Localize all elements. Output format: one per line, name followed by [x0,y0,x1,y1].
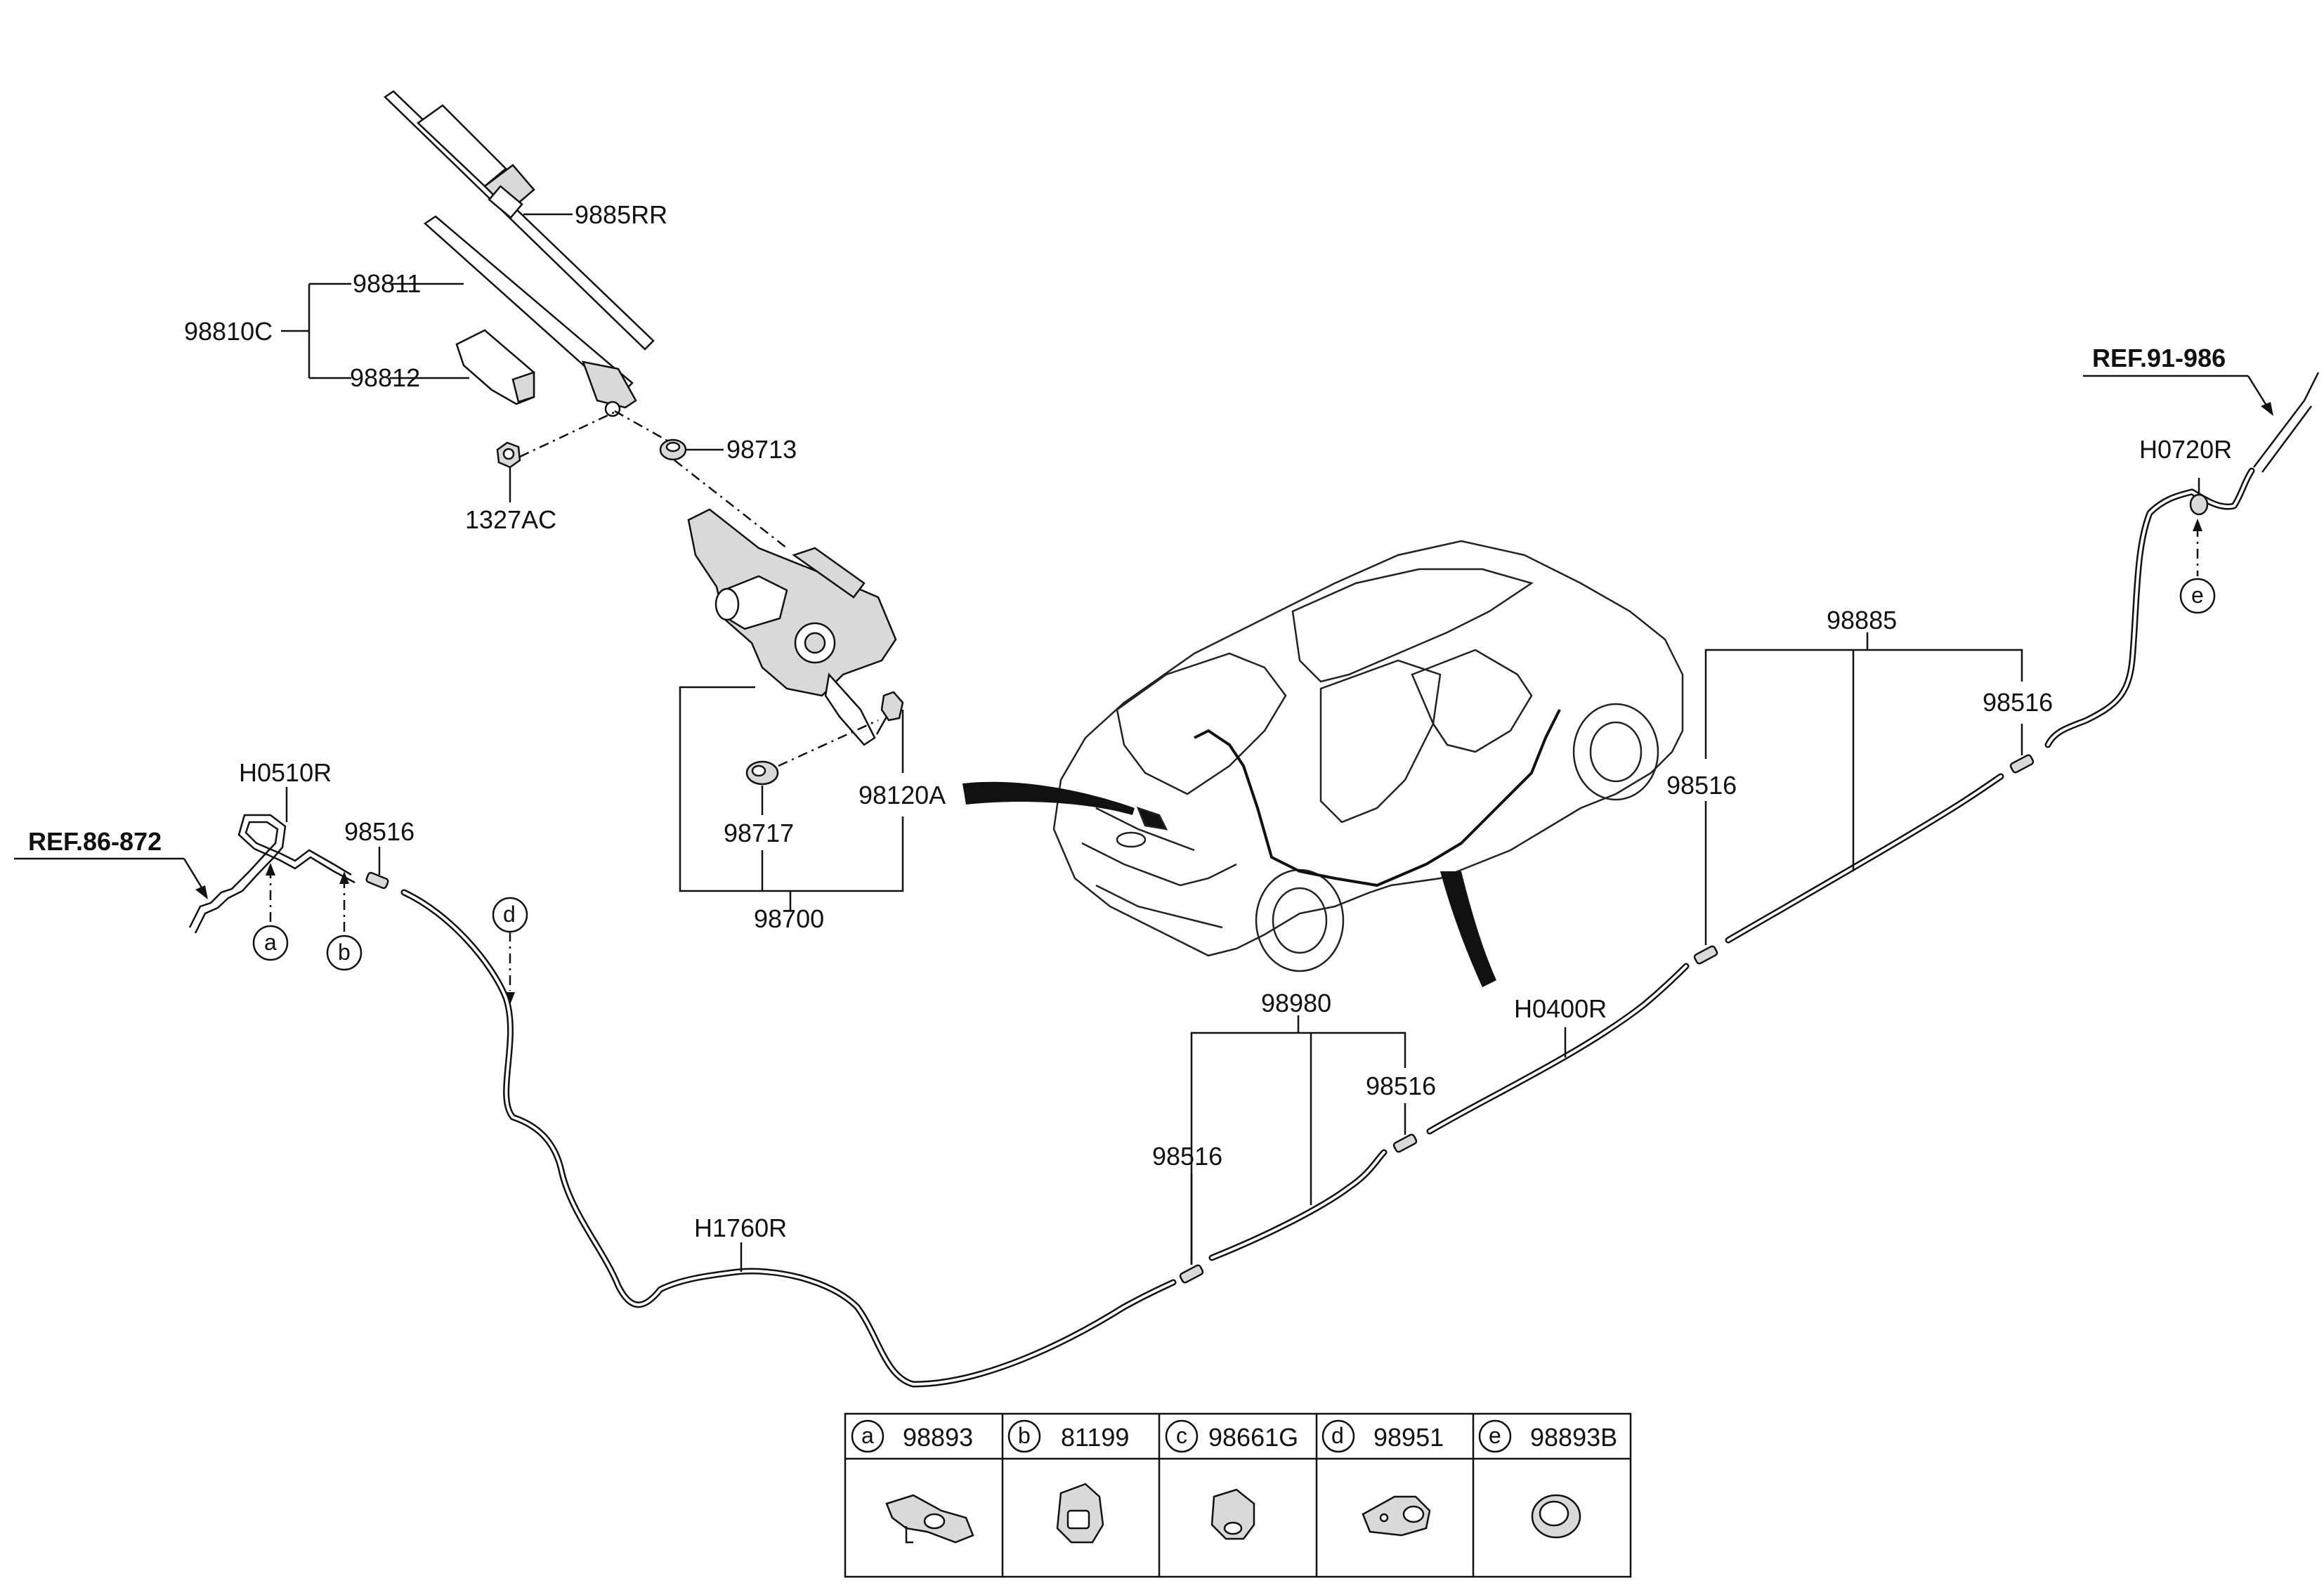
legend-part-a: 98893 [903,1423,973,1452]
ref-label-right: REF.91-986 [2092,344,2226,372]
legend-cell-e: e 98893B [1478,1419,1617,1539]
legend-table [844,1412,1632,1578]
label-1327AC: 1327AC [465,505,556,534]
wiper-arm-98811 [423,215,637,417]
dash-nut-to-arm [519,410,618,458]
legend-letter-b: b [1018,1423,1031,1448]
hose-H0720R [2044,467,2255,748]
dash-grommet-to-bolt [778,719,879,767]
legend-cell-b: b 81199 [1007,1419,1129,1544]
clip-81199-icon [1056,1483,1104,1544]
grommet-98893B-icon [1531,1494,1581,1539]
label-H1760R: H1760R [694,1213,787,1242]
label-98980: 98980 [1261,989,1331,1017]
legend-cell-d: d 98951 [1321,1419,1444,1537]
legend-part-d: 98951 [1373,1423,1444,1452]
label-98516-right-b: 98516 [1983,688,2053,717]
label-98700: 98700 [754,904,824,933]
hose-H1760R [400,889,1177,1388]
label-98717: 98717 [724,819,794,847]
pointer-arrow-right [1440,871,1496,987]
label-98516-right-a: 98516 [1666,771,1737,800]
ref-left: REF.86-872 [14,827,208,899]
dash-arm-to-cap [614,410,672,444]
connector-98516-right-b [2009,754,2035,774]
connector-98516-mid-a [1179,1264,1204,1284]
wiper-motor-98700 [687,508,897,746]
legend-letter-e: e [1489,1423,1501,1448]
hose-H0400R [1426,963,1690,1135]
bracket-98980 [1190,1015,1406,1265]
bracket-98810C [281,282,351,379]
ref-label-left: REF.86-872 [28,827,162,856]
label-98885: 98885 [1827,606,1897,634]
legend-part-e: 98893B [1530,1423,1617,1452]
grommet-98717 [745,760,779,786]
label-98516-mid-b: 98516 [1366,1072,1436,1100]
callout-e [2179,578,2216,614]
label-98516-mid-a: 98516 [1152,1142,1222,1171]
hose-H0510R [188,814,355,934]
label-98811: 98811 [353,269,421,298]
label-98810C: 98810C [184,317,273,346]
cap-98713 [659,438,687,461]
callout-e-text: e [2191,583,2204,608]
pointer-arrow-left [962,781,1135,815]
legend-part-b: 81199 [1061,1423,1129,1452]
label-98120A: 98120A [859,781,946,809]
label-H0400R: H0400R [1514,994,1607,1023]
nut-1327AC [496,441,521,469]
bracket-98700 [679,686,904,910]
callout-b [326,935,363,971]
callout-a [252,925,289,961]
hose-98980 [1208,1149,1388,1261]
label-98713: 98713 [726,435,797,464]
car-illustration [1052,540,1684,972]
ref-right: REF.91-986 [2083,344,2320,473]
legend-letter-c: c [1176,1423,1187,1448]
arm-cover-98812 [455,329,535,405]
label-H0720R: H0720R [2139,435,2232,464]
legend-letter-d: d [1331,1423,1344,1448]
legend-letter-a: a [861,1423,874,1448]
clip-98661G-icon [1210,1488,1255,1540]
legend-part-c: 98661G [1208,1423,1298,1452]
callout-b-text: b [338,939,351,965]
legend-cell-a: a 98893 [851,1419,974,1544]
bracket-98885 [1704,632,2023,945]
label-98812: 98812 [350,363,420,392]
wiper-blade-9885RR [384,90,655,351]
connector-98516-right-a [1693,945,1718,965]
clip-98951-icon [1362,1495,1431,1537]
dash-cap-to-motor [674,460,788,549]
callout-d-text: d [503,902,516,927]
connector-98516-left [365,871,389,890]
callout-a-text: a [264,930,277,955]
grommet-e [2189,493,2209,516]
hose-98885 [1725,773,2004,944]
bolt-98120A [875,691,904,735]
label-9885RR: 9885RR [575,200,667,229]
label-98516-left: 98516 [344,817,414,846]
clip-98893-icon [885,1494,974,1544]
legend-cell-c: c 98661G [1165,1419,1298,1540]
connector-98516-mid-b [1392,1133,1418,1153]
label-H0510R: H0510R [239,758,332,787]
